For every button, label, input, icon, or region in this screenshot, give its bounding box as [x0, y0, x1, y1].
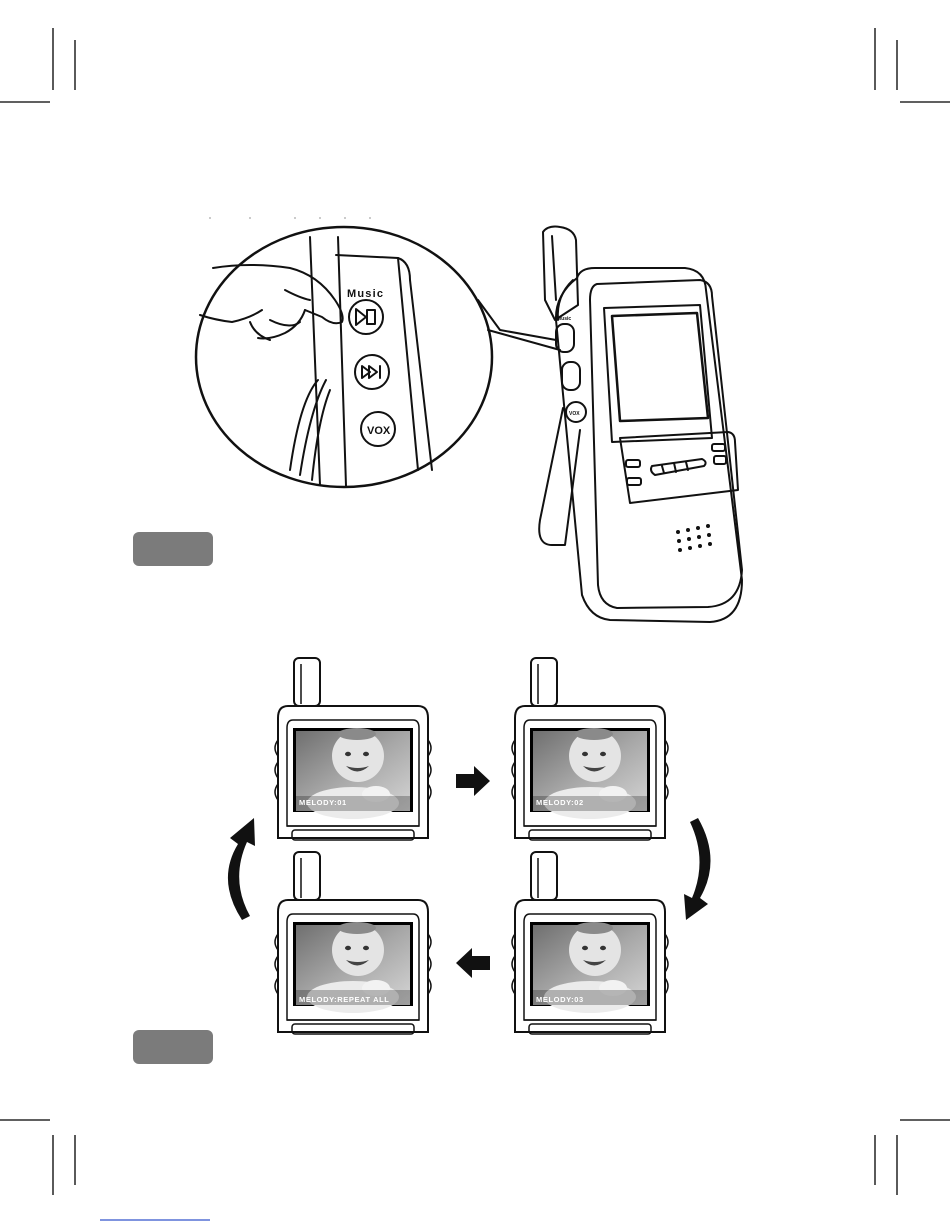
monitor-1: MELODY:01 — [275, 658, 431, 840]
curved-arrow-down-icon — [684, 818, 711, 920]
arrow-right-icon — [456, 766, 490, 796]
melody-repeat-all-label: MELODY:REPEAT ALL — [299, 995, 389, 1004]
melody-02-label: MELODY:02 — [536, 798, 584, 807]
monitor-3: MELODY:03 — [512, 852, 668, 1034]
melody-01-label: MELODY:01 — [299, 798, 347, 807]
monitor-2: MELODY:02 — [512, 658, 668, 840]
arrow-left-icon — [456, 948, 490, 978]
step-badge-2 — [133, 1030, 213, 1064]
curved-arrow-up-icon — [228, 818, 255, 920]
melody-03-label: MELODY:03 — [536, 995, 584, 1004]
monitor-4: MELODY:REPEAT ALL — [275, 852, 431, 1034]
